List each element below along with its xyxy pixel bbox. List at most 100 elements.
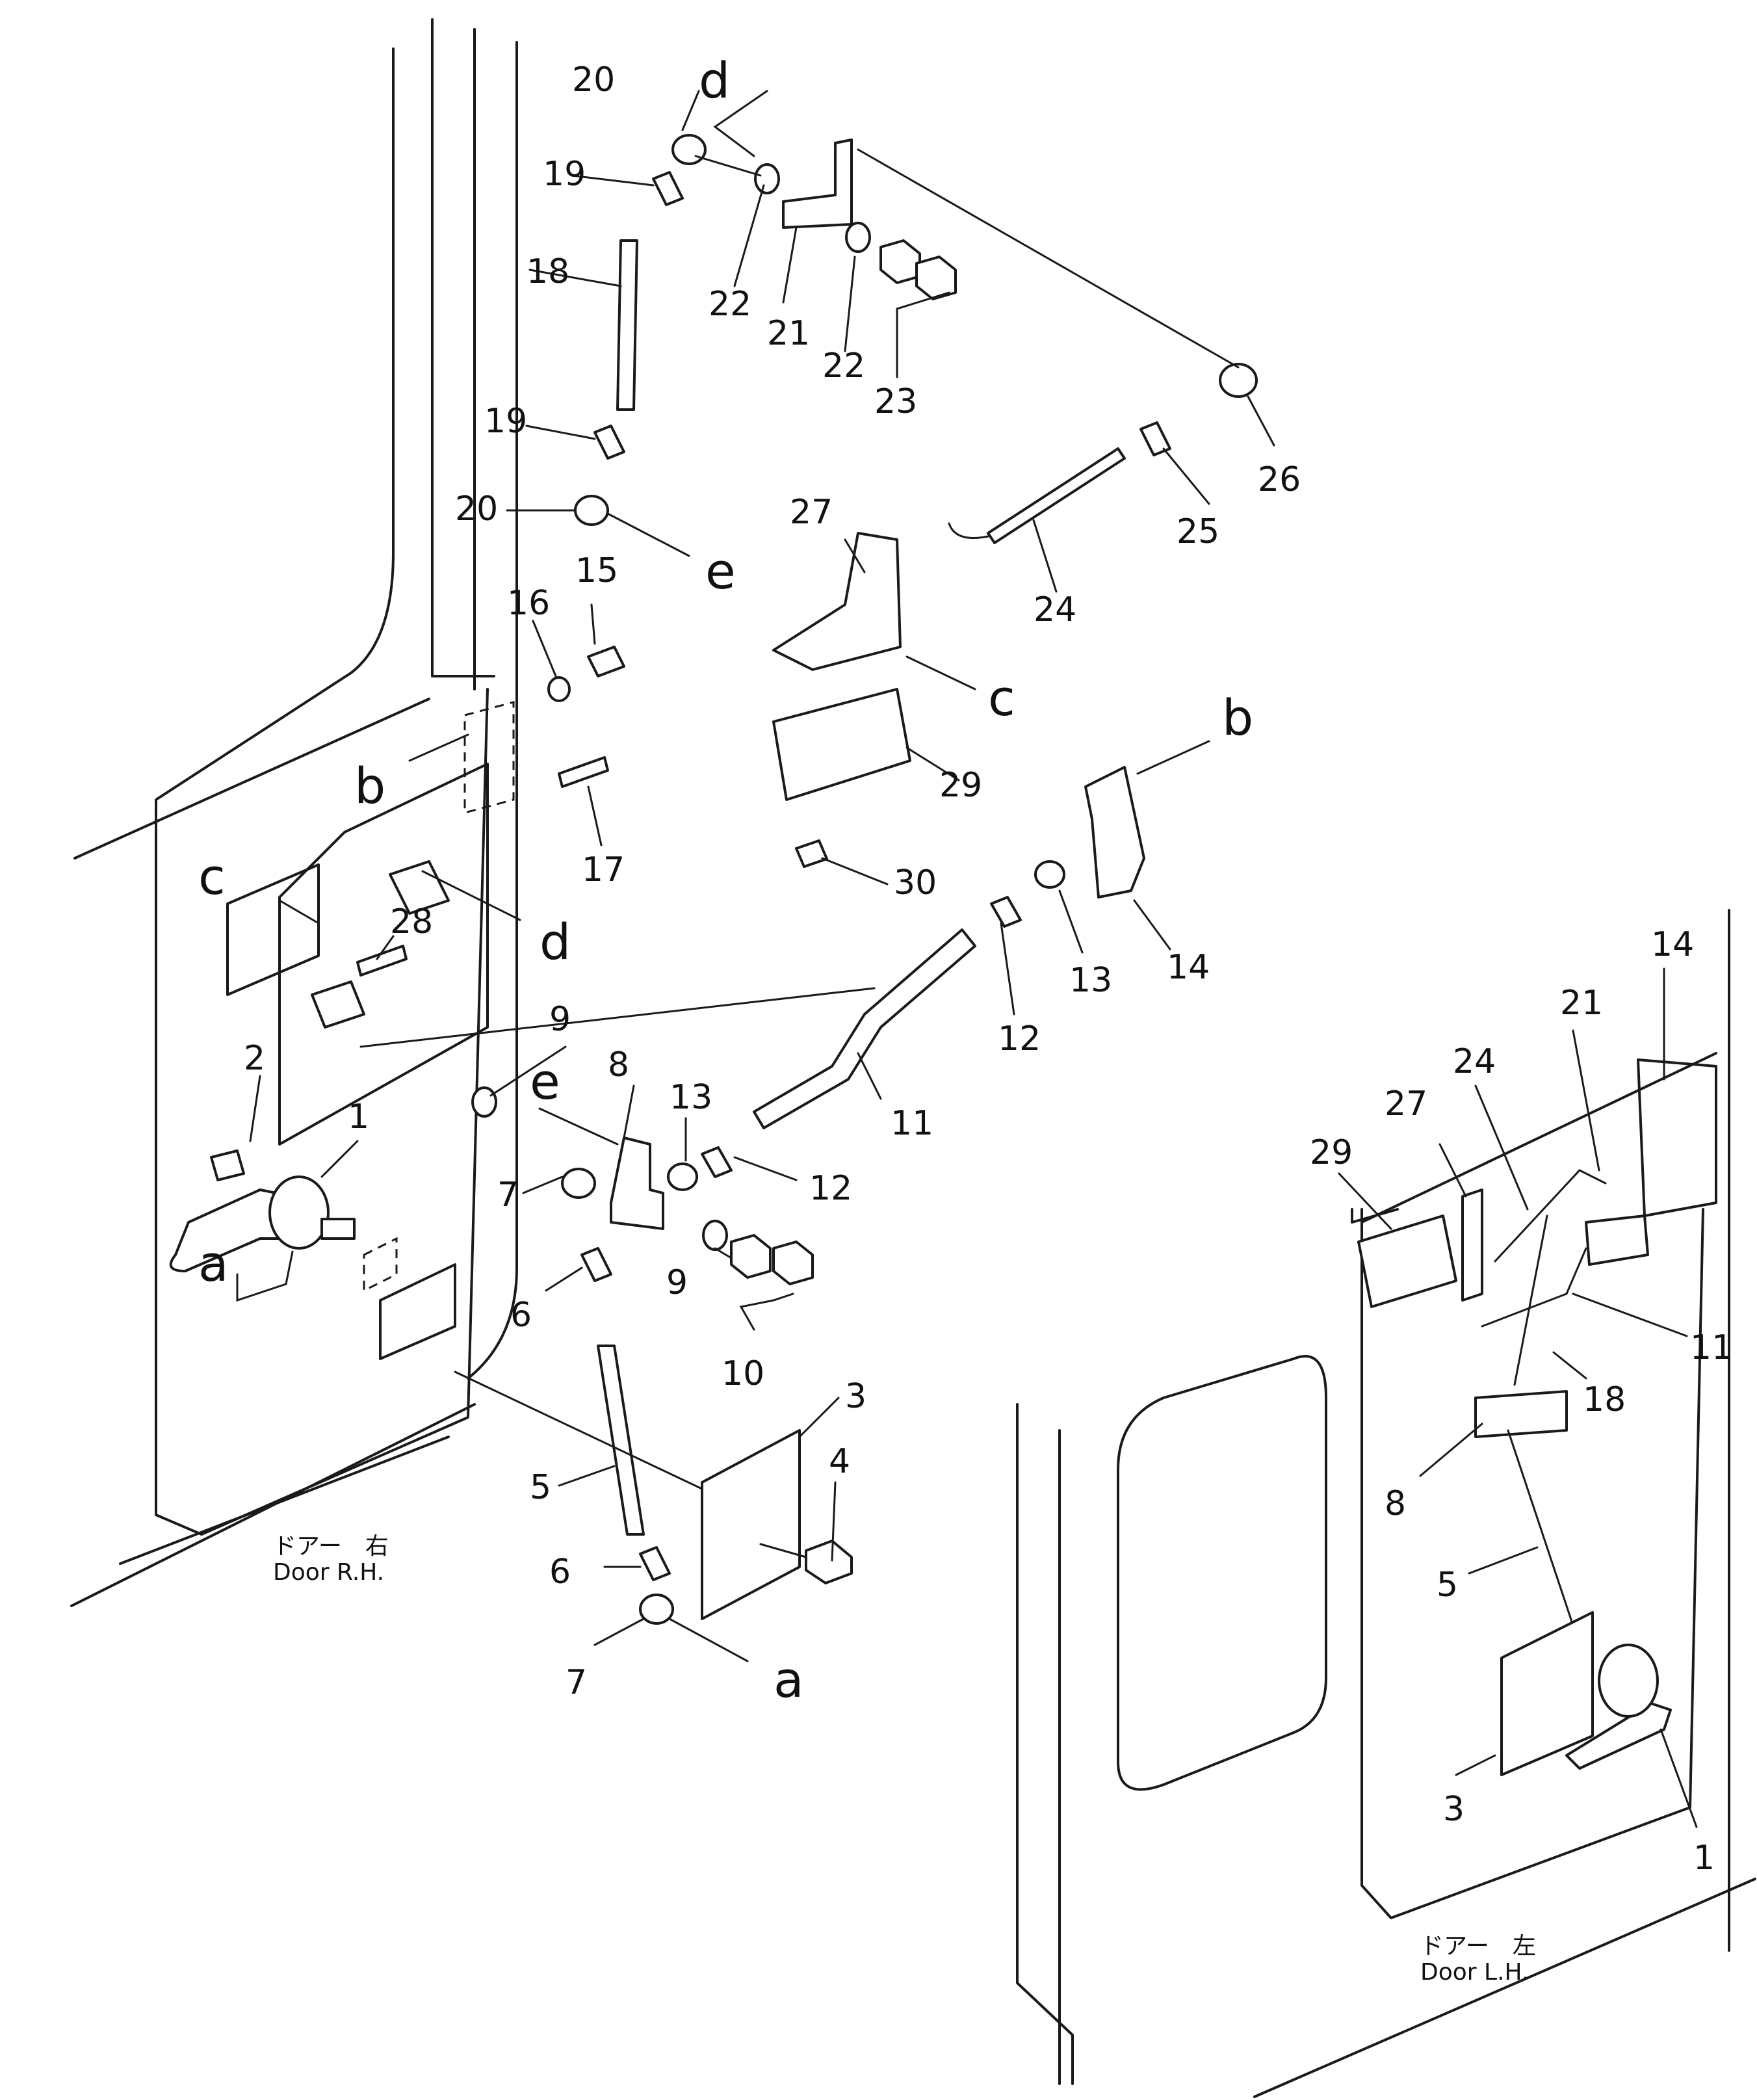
label-part-3-rh: 3: [845, 1377, 866, 1416]
label-part-27-lh: 27: [1385, 1084, 1427, 1123]
label-part-23: 23: [874, 382, 917, 421]
part-20-pin-upper: [671, 134, 707, 165]
label-part-15: 15: [575, 551, 618, 590]
ref-letter-b-left: b: [354, 757, 385, 815]
part-10-nut-b: [772, 1240, 814, 1285]
label-part-2: 2: [244, 1039, 265, 1078]
label-part-29: 29: [939, 766, 982, 805]
part-13-pin-upper: [1034, 860, 1065, 889]
label-part-20-lower: 20: [455, 490, 498, 529]
part-23-nut-b: [915, 256, 957, 300]
lh-lever: [1461, 1188, 1483, 1302]
label-part-16: 16: [507, 584, 550, 623]
label-part-18: 18: [527, 252, 569, 291]
part-30-screw: [795, 839, 828, 868]
part-23-nut-a: [879, 239, 921, 284]
captions: ドアー 右 Door R.H. ドアー 左 Door L.H.: [273, 1533, 1536, 1986]
label-part-6-lower: 6: [549, 1553, 571, 1592]
part-4-bolt: [805, 1540, 853, 1584]
part-22-washer-b: [845, 222, 871, 253]
ref-letter-b-right: b: [1222, 689, 1253, 746]
label-part-25: 25: [1177, 512, 1219, 551]
label-part-26: 26: [1258, 460, 1301, 499]
part-9-washer-lower: [702, 1220, 728, 1251]
part-26-pin: [1219, 363, 1258, 398]
part-28-bolt: [356, 945, 408, 977]
part-14-latch-rh: [1084, 766, 1145, 899]
ref-letter-d-mid: d: [540, 913, 571, 971]
striker-block-rh-upper: [389, 860, 450, 915]
label-part-17: 17: [582, 850, 625, 889]
label-part-3-lh: 3: [1443, 1790, 1464, 1829]
striker-block-rh-lower: [311, 980, 365, 1029]
part-13-pin-lower: [667, 1162, 698, 1191]
part-1-handle-rh-boss: [268, 1175, 330, 1250]
part-5-rod-rh: [597, 1345, 645, 1536]
label-part-4: 4: [829, 1442, 850, 1481]
label-part-10: 10: [722, 1354, 764, 1393]
label-part-1-rh: 1: [348, 1097, 369, 1136]
label-part-14-lh: 14: [1651, 925, 1694, 964]
part-8-bracket-rh: [610, 1136, 664, 1230]
part-15-screw: [587, 646, 625, 677]
label-part-9-lower: 9: [666, 1263, 688, 1302]
part-16-washer: [547, 676, 571, 702]
ref-letter-d-top: d: [699, 51, 730, 109]
label-part-9-upper: 9: [549, 1000, 571, 1039]
part-2-screw: [210, 1149, 245, 1181]
part-7-pin-lower: [639, 1594, 674, 1625]
label-part-20-upper: 20: [572, 60, 615, 99]
label-part-7-lower: 7: [566, 1663, 587, 1702]
label-part-22-a: 22: [709, 285, 751, 324]
lh-bracket-8: [1474, 1390, 1568, 1438]
label-part-28: 28: [390, 902, 433, 941]
ref-letter-e-lower: e: [530, 1053, 560, 1110]
label-part-13-lower: 13: [670, 1078, 712, 1117]
part-11-rod-upper: [753, 928, 976, 1129]
label-part-5-lh: 5: [1437, 1566, 1458, 1605]
label-part-12-upper: 12: [998, 1019, 1041, 1058]
caption-lh-jp: ドアー 左: [1420, 1933, 1536, 1960]
part-18-rod: [616, 239, 638, 411]
label-part-29-lh: 29: [1310, 1133, 1353, 1172]
label-part-8-lh: 8: [1385, 1484, 1406, 1523]
label-part-27: 27: [790, 493, 833, 532]
label-part-18-lh: 18: [1583, 1380, 1626, 1419]
label-part-8-rh: 8: [608, 1045, 629, 1084]
part-29-inner-handle: [772, 688, 911, 801]
label-part-13-upper: 13: [1069, 961, 1112, 1000]
part-3-plate-rh: [701, 1429, 801, 1620]
part-6-clip-upper: [580, 1247, 612, 1282]
part-1-handle-rh-shaft: [320, 1218, 356, 1240]
part-27-lever: [772, 532, 902, 671]
part-22-washer-a: [754, 163, 780, 194]
part-7-pin-upper: [561, 1168, 596, 1199]
label-part-14-rh: 14: [1167, 948, 1210, 987]
part-19-clip-upper: [652, 171, 684, 206]
part-9-washer-upper: [471, 1086, 497, 1118]
part-24-spring-rod: [987, 447, 1126, 544]
label-part-6-upper: 6: [510, 1296, 532, 1335]
part-12-clip-upper: [990, 896, 1022, 928]
label-part-19-upper: 19: [543, 155, 586, 194]
part-20-pin-lower: [574, 495, 609, 526]
ref-letter-a-bottom: a: [774, 1651, 804, 1709]
label-part-19-lower: 19: [484, 402, 527, 441]
lh-handle-1-boss: [1598, 1644, 1659, 1718]
door-rh-frame: [70, 18, 518, 1607]
parts: [169, 134, 1672, 1776]
label-part-1-lh: 1: [1693, 1839, 1715, 1878]
caption-lh-en: Door L.H.: [1420, 1959, 1529, 1986]
caption-rh-en: Door R.H.: [273, 1559, 384, 1586]
part-21-bracket: [782, 138, 853, 229]
label-part-5-rh: 5: [530, 1468, 551, 1507]
part-labels: 20 19 18 19 20 22 21 22 23 26 25 24 27 2…: [244, 60, 1733, 1878]
part-6-clip-lower: [639, 1546, 671, 1581]
label-part-11-lh: 11: [1690, 1328, 1733, 1367]
caption-rh-jp: ドアー 右: [273, 1533, 389, 1560]
part-17-bolt: [558, 756, 609, 788]
lh-plate-3: [1500, 1611, 1594, 1776]
ref-letter-a-left: a: [198, 1235, 229, 1293]
label-part-22-b: 22: [822, 347, 865, 386]
